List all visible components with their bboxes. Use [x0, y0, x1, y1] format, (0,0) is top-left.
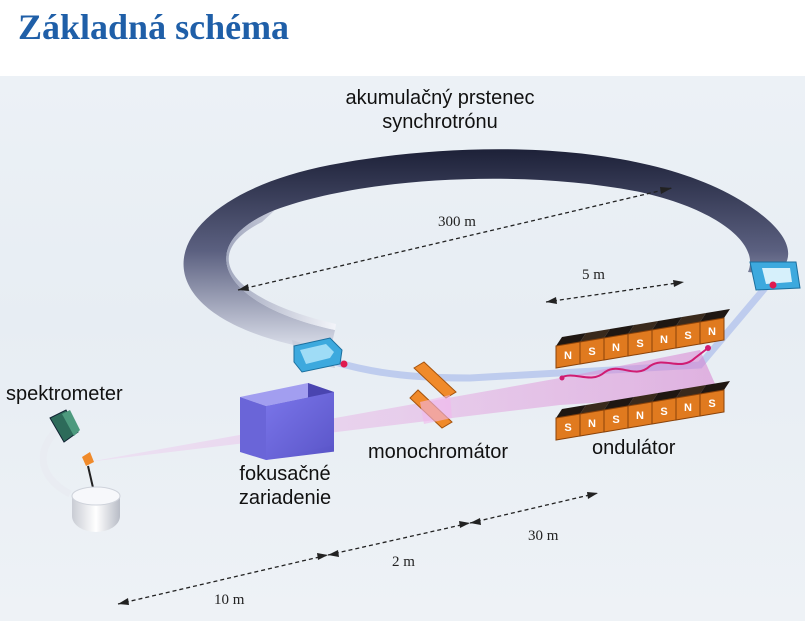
ring-label-line1: akumulačný prstenec: [345, 87, 535, 109]
undulator-top-pole-label-3: S: [636, 338, 643, 350]
dimension-arrows: [118, 187, 684, 605]
undulator-bottom-magnet-top-1: [580, 401, 610, 414]
electron-wiggle: [559, 347, 709, 379]
undulator-bottom-magnet-top-3: [628, 393, 658, 406]
dim-10m: 10 m: [214, 592, 245, 608]
focusing-label-line2: zariadenie: [238, 487, 332, 509]
undulator-top-magnet-top-4: [652, 317, 682, 330]
undulator-label: ondulátor: [592, 437, 676, 459]
undulator-bottom-magnet-top-4: [652, 389, 682, 402]
undulator-top-pole-label-4: N: [660, 334, 668, 346]
undulator-bottom-magnet-top-2: [604, 397, 634, 410]
undulator-bottom-pole-label-1: N: [588, 418, 596, 430]
undulator-top-magnet-top-5: [676, 313, 706, 326]
undulator-bottom-pole-label-5: N: [684, 402, 692, 414]
undulator-top-magnet-top-6: [700, 309, 730, 322]
undulator-top-magnet-top-3: [628, 321, 658, 334]
ring-label: akumulačný prstenec synchrotrónu: [310, 86, 570, 134]
undulator-top-pole-label-0: N: [564, 350, 572, 362]
undulator-bottom-pole-label-2: S: [612, 414, 619, 426]
focusing-device: [240, 383, 334, 460]
undulator-top-pole-label-5: S: [684, 330, 691, 342]
undulator-top-magnet-top-1: [580, 329, 610, 342]
synchrotron-diagram: N S N S N S N S N S N S N S: [39, 149, 801, 605]
undulator-bottom-magnet-top-5: [676, 385, 706, 398]
bending-magnet-left: [293, 337, 348, 373]
undulator-top-pole-label-6: N: [708, 326, 716, 338]
undulator-bottom-magnet-top-0: [556, 405, 586, 418]
dimension-lines: [117, 187, 685, 605]
undulator-top: N S N S N S N: [555, 309, 730, 369]
undulator-top-pole-label-1: S: [588, 346, 595, 358]
undulator-bottom-pole-label-3: N: [636, 410, 644, 422]
diagram-area: N S N S N S N S N S N S N S: [0, 76, 805, 621]
page-title: Základná schéma: [18, 7, 290, 47]
focusing-label-line1: fokusačné: [239, 463, 331, 485]
dim-ring-diameter: 300 m: [438, 214, 476, 230]
spectrometer-label: spektrometer: [6, 383, 123, 405]
undulator-top-magnet-6: [699, 317, 725, 345]
spectrometer-device: [39, 409, 121, 532]
undulator-bottom-pole-label-4: S: [660, 406, 667, 418]
ring-label-line2: synchrotrónu: [382, 111, 498, 133]
undulator-bottom-pole-label-6: S: [708, 398, 715, 410]
dim-2m: 2 m: [392, 554, 415, 570]
undulator-bottom-magnet-6: [699, 389, 725, 417]
undulator-top-magnet-top-2: [604, 325, 634, 338]
bending-magnet-right: [749, 261, 801, 291]
monochromator-crystals: [409, 361, 457, 429]
monochromator-label: monochromátor: [368, 441, 509, 463]
undulator-top-magnet-top-0: [556, 333, 586, 346]
dim-undulator-length: 5 m: [582, 267, 605, 283]
undulator-bottom-pole-label-0: S: [564, 422, 571, 434]
undulator-bottom: S N S N S N S: [555, 381, 730, 441]
dim-30m: 30 m: [528, 528, 559, 544]
undulator-bottom-magnet-top-6: [700, 381, 730, 394]
electron-beamline: [334, 279, 773, 382]
focusing-label: fokusačné zariadenie: [210, 462, 360, 510]
undulator-top-pole-label-2: N: [612, 342, 620, 354]
